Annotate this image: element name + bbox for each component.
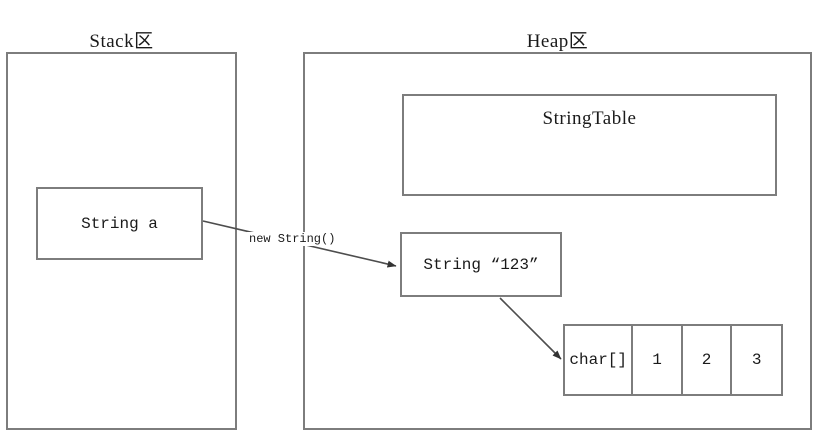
stringtable-node: StringTable [402,94,777,196]
char-array-cell-1: 2 [683,326,733,394]
char-array-head-cell: char[] [565,326,634,394]
heap-region-title: Heap区 [526,31,589,52]
char-array-cell-2: 3 [751,351,762,369]
string-a-node: String a [36,187,203,260]
string-a-label: String a [81,214,158,233]
char-array-cell-0: 1 [633,326,683,394]
edge-label-new-string: new String() [247,232,338,246]
string-literal-node: String “123” [400,232,562,297]
string-literal-label: String “123” [423,255,539,274]
char-array-node: char[] 1 2 3 [563,324,783,396]
stringtable-label: StringTable [542,108,637,129]
stack-region-title: Stack区 [89,31,154,52]
